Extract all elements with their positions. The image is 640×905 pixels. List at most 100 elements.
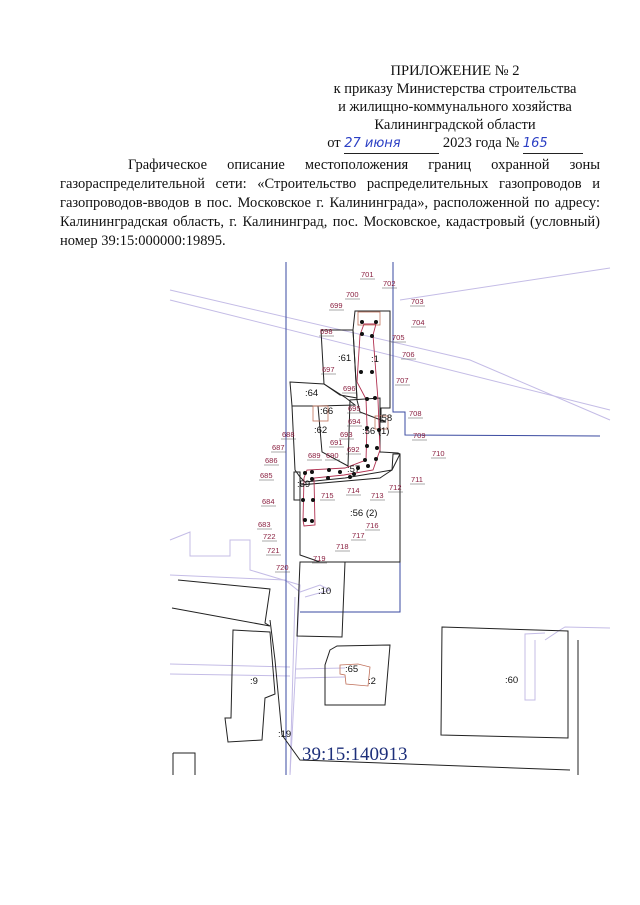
parcel-label: :9 <box>250 676 258 687</box>
point-label: 685 <box>260 471 273 480</box>
point-label: 684 <box>262 497 275 506</box>
boundary-point-marker <box>366 464 370 468</box>
boundary-point-marker <box>356 466 360 470</box>
point-label: 711 <box>411 475 423 484</box>
boundary-points <box>301 320 381 523</box>
description-paragraph: Графическое описание местоположения гран… <box>60 157 600 249</box>
boundary-point-marker <box>303 471 307 475</box>
point-label: 713 <box>371 491 384 500</box>
point-label: 708 <box>409 409 422 418</box>
point-label: 704 <box>412 318 425 327</box>
parcel-label: :61 <box>338 353 351 364</box>
header-line-2: и жилищно-коммунального хозяйства <box>338 99 572 115</box>
cadastral-block-label: 39:15:140913 <box>302 744 408 765</box>
point-label: 691 <box>330 438 343 447</box>
parcel-label: :64 <box>305 388 318 399</box>
header-line-3: Калининградской области <box>374 117 536 133</box>
boundary-point-marker <box>363 458 367 462</box>
boundary-point-marker <box>365 426 369 430</box>
point-label: 706 <box>402 350 415 359</box>
point-label: 686 <box>265 456 278 465</box>
point-label: 698 <box>320 327 333 336</box>
boundary-point-marker <box>374 457 378 461</box>
point-label: 701 <box>361 270 374 279</box>
point-label: 715 <box>321 491 334 500</box>
point-label: 690 <box>326 451 339 460</box>
boundary-point-marker <box>327 468 331 472</box>
point-label: 718 <box>336 542 349 551</box>
header-line-1: к приказу Министерства строительства <box>333 81 577 97</box>
point-label: 689 <box>308 451 321 460</box>
parcel-label: :58 <box>379 413 392 424</box>
boundary-point-marker <box>310 519 314 523</box>
small-building-outlines <box>312 311 389 687</box>
boundary-point-marker <box>326 476 330 480</box>
boundary-point-marker <box>373 396 377 400</box>
parcel-label: :1 <box>371 354 379 365</box>
point-label: 720 <box>276 563 289 572</box>
point-label: 719 <box>313 554 326 563</box>
parcel-label: :60 <box>505 675 518 686</box>
boundary-point-marker <box>360 332 364 336</box>
boundary-point-marker <box>348 475 352 479</box>
parcel-label: :19 <box>278 729 291 740</box>
appendix-title: ПРИЛОЖЕНИЕ № 2 <box>390 63 520 79</box>
point-label: 712 <box>389 483 402 492</box>
point-label: 693 <box>340 430 353 439</box>
point-label: 688 <box>282 430 295 439</box>
point-label: 702 <box>383 279 396 288</box>
parcel-label: :10 <box>318 586 331 597</box>
boundary-point-marker <box>377 428 381 432</box>
parcel-label: :2 <box>368 676 376 687</box>
point-label: 722 <box>263 532 276 541</box>
boundary-point-marker <box>310 470 314 474</box>
point-label: 697 <box>322 365 335 374</box>
boundary-point-marker <box>370 370 374 374</box>
point-label: 707 <box>396 376 409 385</box>
protection-zone <box>302 323 381 527</box>
boundary-point-marker <box>303 518 307 522</box>
point-label: 695 <box>348 404 361 413</box>
point-label: 716 <box>366 521 379 530</box>
point-label: 683 <box>258 520 271 529</box>
point-label: 721 <box>267 546 280 555</box>
boundary-point-marker <box>311 498 315 502</box>
boundary-point-marker <box>375 446 379 450</box>
date-prefix: от <box>327 135 341 151</box>
point-label: 705 <box>392 333 405 342</box>
point-label: 714 <box>347 486 360 495</box>
parcel-label: :59 <box>297 479 310 490</box>
boundary-point-marker <box>360 320 364 324</box>
parcel-label: :66 <box>320 406 333 417</box>
point-label: 703 <box>411 297 424 306</box>
boundary-point-marker <box>365 444 369 448</box>
parcel-label: :62 <box>314 425 327 436</box>
point-label: 709 <box>413 431 426 440</box>
parcel-label: :56 (1) <box>362 426 389 437</box>
point-label: 694 <box>348 417 361 426</box>
parcel-labels: :61 :1 :64:66 :58 :62 :56 (1) :57 :59 :56 (2) :10… <box>250 353 518 740</box>
boundary-point-marker <box>301 498 305 502</box>
date-suffix: 2023 года № <box>442 135 520 151</box>
handwritten-date: 27 июня <box>344 135 440 154</box>
handwritten-number: 165 <box>522 135 583 154</box>
boundary-point-marker <box>374 320 378 324</box>
boundary-point-marker <box>352 472 356 476</box>
boundary-point-marker <box>370 334 374 338</box>
point-label: 700 <box>346 290 359 299</box>
boundary-point-marker <box>310 477 314 481</box>
roads <box>169 267 611 776</box>
point-label: 692 <box>347 445 360 454</box>
header-date-line: от 27 июня 2023 года № 165 <box>290 134 620 154</box>
boundary-point-marker <box>365 397 369 401</box>
point-label: 699 <box>330 301 343 310</box>
boundary-point-marker <box>359 370 363 374</box>
point-label: 687 <box>272 443 285 452</box>
parcel-label: :57 <box>347 464 360 475</box>
point-label: 710 <box>432 449 445 458</box>
parcel-label: :56 (2) <box>350 508 377 519</box>
boundary-point-marker <box>338 470 342 474</box>
parcel-outlines <box>171 262 601 775</box>
point-label: 717 <box>352 531 365 540</box>
